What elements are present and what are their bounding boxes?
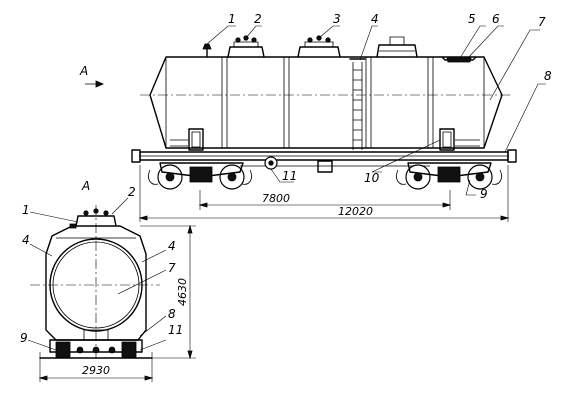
side-view: A — [79, 12, 552, 222]
end-callout-7: 7 — [168, 261, 176, 275]
top-fittings — [202, 35, 477, 63]
end-callout-leaders — [27, 197, 167, 351]
callout-7: 7 — [538, 15, 546, 29]
view-arrow-letter: A — [79, 64, 88, 78]
callout-11: 11 — [282, 169, 297, 183]
callout-1: 1 — [228, 12, 236, 26]
callout-3: 3 — [333, 12, 341, 26]
end-callout-4-right: 4 — [168, 239, 176, 253]
dimension-bogie-centers: 7800 — [262, 192, 290, 205]
end-callout-1: 1 — [22, 203, 30, 217]
tank-shell — [140, 56, 512, 149]
underframe — [131, 149, 517, 173]
bogie-right — [396, 162, 502, 190]
callout-8: 8 — [544, 69, 552, 83]
callout-5: 5 — [468, 12, 476, 26]
side-callout-leaders — [206, 25, 546, 196]
end-top-hatch — [69, 208, 117, 229]
end-body — [30, 205, 160, 360]
end-dimensions — [38, 224, 196, 382]
side-dimensions — [138, 165, 510, 222]
dimension-height: 4630 — [176, 278, 189, 306]
tank-cradles — [170, 128, 480, 151]
end-view-title: A — [81, 179, 90, 193]
view-arrow-head — [95, 80, 105, 88]
callout-6: 6 — [492, 12, 500, 26]
end-view: A — [20, 179, 196, 382]
end-callout-9: 9 — [20, 331, 28, 345]
end-callout-4-left: 4 — [22, 233, 30, 247]
end-callout-2: 2 — [128, 185, 136, 199]
callout-9: 9 — [480, 187, 488, 201]
callout-2: 2 — [254, 12, 262, 26]
ladder — [349, 58, 366, 150]
end-callout-11: 11 — [168, 323, 183, 337]
dimension-width: 2930 — [82, 364, 110, 377]
callout-4: 4 — [371, 12, 379, 26]
dimension-overall-length: 12020 — [338, 205, 373, 218]
end-callout-8: 8 — [168, 307, 176, 321]
bogie-left — [148, 162, 252, 190]
callout-10: 10 — [364, 171, 380, 185]
